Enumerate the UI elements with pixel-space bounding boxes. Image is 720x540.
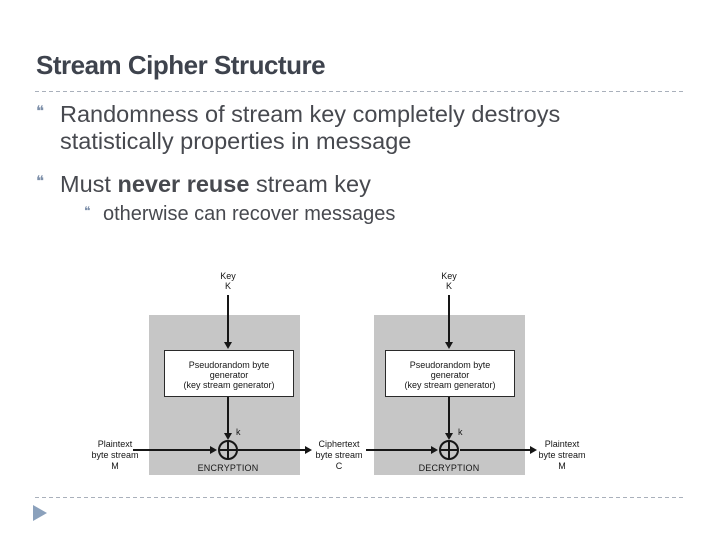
key-arrow-line-right [448, 295, 450, 342]
xor-icon [439, 440, 459, 460]
plaintext-out-flow-line [460, 449, 530, 451]
plaintext-out-symbol: M [558, 461, 566, 471]
key-label-right: Key K [419, 271, 479, 291]
plaintext-in-line1: Plaintext [97, 439, 133, 449]
k-label-right: k [458, 427, 463, 437]
keystream-arrow-line-left [227, 397, 229, 433]
plaintext-out-line2: byte stream [538, 450, 586, 460]
generator-left-line1: Pseudorandom byte [188, 360, 270, 370]
ciphertext-in-arrowhead-icon [431, 446, 438, 454]
k-label-left: k [236, 427, 241, 437]
bullet-item-1: ❝ Randomness of stream key completely de… [36, 101, 656, 155]
bullet-2-text: Must never reuse stream key [60, 171, 371, 198]
keystream-arrowhead-right-icon [445, 433, 453, 440]
xor-icon [218, 440, 238, 460]
plaintext-in-line2: byte stream [91, 450, 139, 460]
encryption-label: ENCRYPTION [197, 463, 259, 473]
plaintext-out-arrowhead-icon [530, 446, 537, 454]
keystream-arrow-line-right [448, 397, 450, 433]
bullet-2-text-bold: never reuse [117, 171, 250, 197]
ciphertext-label: Ciphertext byte stream C [307, 439, 371, 472]
bullet-1-text: Randomness of stream key completely dest… [60, 101, 560, 155]
xor-plus-horizontal [441, 449, 457, 451]
generator-box-right: Pseudorandom byte generator (key stream … [385, 350, 515, 397]
plaintext-arrowhead-icon [210, 446, 217, 454]
quote-bullet-icon: ❝ [36, 103, 45, 120]
ciphertext-symbol: C [335, 461, 343, 471]
generator-right-line2: generator [430, 370, 470, 380]
sub-bullet-item: ❝ otherwise can recover messages [84, 202, 656, 226]
title-separator-line [35, 91, 685, 92]
bullet-list: ❝ Randomness of stream key completely de… [36, 101, 656, 226]
bullet-2-text-pre: Must [60, 171, 118, 197]
slide-advance-arrow-icon [33, 505, 47, 521]
slide-title: Stream Cipher Structure [36, 50, 326, 80]
generator-left-line3: (key stream generator) [183, 380, 275, 390]
bullet-2-text-post: stream key [249, 171, 371, 197]
plaintext-out-line1: Plaintext [544, 439, 580, 449]
plaintext-in-symbol: M [111, 461, 119, 471]
sub-bullet-text: otherwise can recover messages [103, 203, 396, 225]
generator-box-left: Pseudorandom byte generator (key stream … [164, 350, 294, 397]
key-arrowhead-right-icon [445, 342, 453, 349]
key-label-right-line1: Key [441, 271, 457, 281]
generator-left-line2: generator [209, 370, 249, 380]
generator-right-line1: Pseudorandom byte [409, 360, 491, 370]
keystream-arrowhead-left-icon [224, 433, 232, 440]
key-label-left-line1: Key [220, 271, 236, 281]
key-label-left-line2: K [224, 281, 231, 291]
plaintext-out-label: Plaintext byte stream M [531, 439, 593, 472]
quote-bullet-icon: ❝ [84, 204, 91, 218]
decryption-label: DECRYPTION [418, 463, 480, 473]
ciphertext-out-arrowhead-icon [305, 446, 312, 454]
xor-plus-horizontal [220, 449, 236, 451]
bullet-1-line-1: Randomness of stream key completely dest… [60, 101, 561, 127]
key-arrow-line-left [227, 295, 229, 342]
ciphertext-in-flow-line [366, 449, 431, 451]
quote-bullet-icon: ❝ [36, 173, 45, 190]
bullet-item-2: ❝ Must never reuse stream key [36, 171, 656, 198]
ciphertext-out-flow-line [238, 449, 305, 451]
ciphertext-line1: Ciphertext [318, 439, 360, 449]
key-label-left: Key K [198, 271, 258, 291]
plaintext-in-label: Plaintext byte stream M [85, 439, 145, 472]
footer-separator-line [35, 497, 685, 498]
key-label-right-line2: K [445, 281, 452, 291]
generator-right-line3: (key stream generator) [404, 380, 496, 390]
ciphertext-line2: byte stream [315, 450, 363, 460]
key-arrowhead-left-icon [224, 342, 232, 349]
bullet-1-line-2: statistically properties in message [60, 128, 412, 154]
plaintext-flow-line [133, 449, 210, 451]
